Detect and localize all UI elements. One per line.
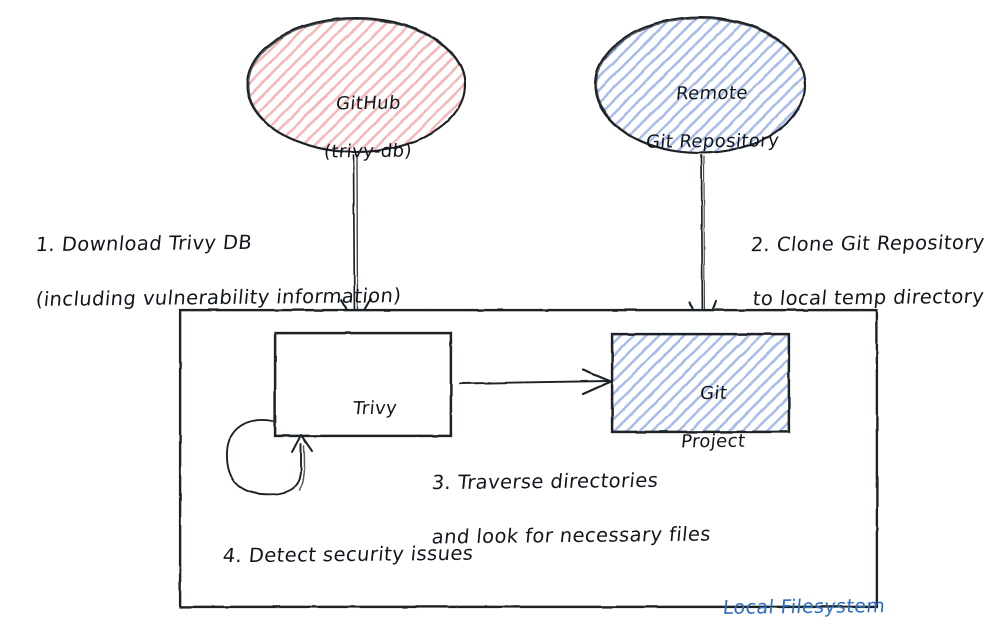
arrow-traverse-directories [459,368,613,396]
node-trivy-label: Trivy [301,373,425,445]
step-4-line1: 4. Detect security issues [222,541,475,568]
node-remote-git-repository[interactable] [593,15,807,155]
node-github[interactable] [245,16,467,154]
step-2-line1: 2. Clone Git Repository [750,230,987,257]
node-remote-label-line2: Git Repository [644,130,780,153]
node-trivy-label-text: Trivy [352,397,399,420]
step-1-line2: (including vulnerability information) [35,284,403,311]
step-3-line1: 3. Traverse directories [431,468,660,495]
local-filesystem-label: Local Filesystem [697,570,887,618]
local-filesystem-label-text: Local Filesystem [721,595,887,618]
node-remote-label-line1: Remote [675,82,750,105]
arrow-clone-git-repository [688,154,718,338]
step-4-label: 4. Detect security issues [197,514,475,595]
node-remote-git-repository-label: Remote Git Repository [610,58,790,178]
step-1-label: 1. Download Trivy DB (including vulnerab… [10,203,403,338]
step-1-line1: 1. Download Trivy DB [35,230,254,257]
arrow-detect-security-issues-loop [226,419,313,496]
node-git-project[interactable] [610,332,791,434]
node-github-label: GitHub (trivy-db) [276,68,436,188]
step-2-line2: to local temp directory [751,284,985,311]
node-github-label-line1: GitHub [334,92,402,115]
step-2-label: 2. Clone Git Repository to local temp di… [725,203,987,338]
node-trivy[interactable] [273,331,453,438]
node-github-label-line2: (trivy-db) [323,140,414,163]
node-git-project-label-line1: Git [698,382,728,405]
